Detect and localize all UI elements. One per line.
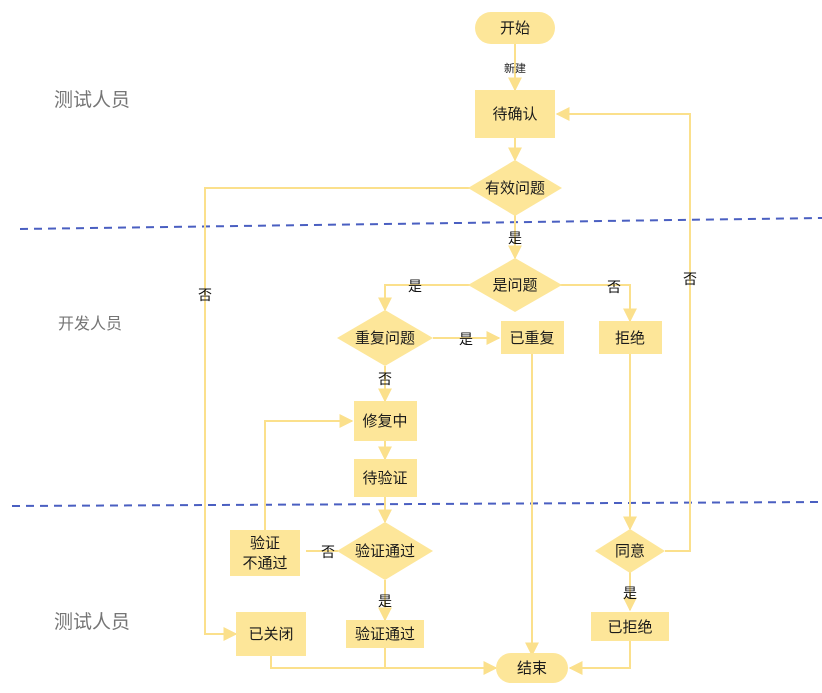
node-label-valid-issue: 有效问题 [485,179,545,197]
node-verify-pass-check [337,522,433,580]
node-label-pending-confirm: 待确认 [492,105,537,123]
edge-label-reject-no: 否 [683,272,697,288]
node-label-is-issue: 是问题 [492,276,537,294]
node-label-duplicate-issue: 重复问题 [355,329,415,347]
edge-label-valid-no: 否 [198,288,212,304]
edge-isissue-no [560,284,637,323]
node-label-verify-fail-line1: 验证 [250,534,280,552]
node-pending-verify [354,459,417,497]
node-end [496,653,568,683]
lane-divider-top [19,217,822,230]
node-duplicate-issue [337,310,433,366]
edge-agree-no [555,107,691,552]
node-rejected [599,321,662,354]
edge-verified-to-end [384,648,498,675]
node-verified [346,620,424,648]
node-duplicated [501,321,564,354]
node-label-end: 结束 [517,659,547,677]
edge-label-dup-yes: 是 [459,332,473,348]
edge-label-agree-yes: 是 [623,586,637,602]
node-label-closed: 已关闭 [248,625,293,643]
edge-label-verify-yes: 是 [378,594,392,610]
lane-divider-bottom [11,501,822,507]
node-label-pending-verify: 待验证 [362,469,407,487]
node-label-verify-pass-check: 验证通过 [355,542,415,560]
node-start [475,12,555,44]
node-agree [595,529,665,573]
edge-label-isissue-no: 否 [607,280,621,296]
node-pending-confirm [475,90,555,138]
node-is-issue [468,258,562,312]
edge-verifyfail-to-fixing [264,414,354,530]
node-label-rejected-done: 已拒绝 [607,618,652,636]
node-label-agree: 同意 [615,542,645,560]
edge-valid-no [204,187,470,641]
node-closed [236,612,306,656]
node-label-verify-fail-line2: 不通过 [242,554,287,572]
node-rejected-done [591,612,669,641]
edge-label-valid-yes: 是 [508,231,522,247]
node-label-start: 开始 [500,19,530,37]
node-fixing [354,401,417,441]
edge-isissue-yes [378,284,470,312]
lane-label-tester-top: 测试人员 [54,89,130,111]
edge-label-verify-no: 否 [321,545,335,561]
edge-label-isissue-yes: 是 [408,279,422,295]
lane-label-developer: 开发人员 [58,314,122,333]
node-valid-issue [468,160,562,216]
edge-rejected-to-end [568,641,631,675]
lane-label-tester-bottom: 测试人员 [54,611,130,633]
node-label-rejected: 拒绝 [615,329,645,347]
node-verify-fail [230,530,300,576]
edge-closed-to-end [270,656,385,669]
node-label-duplicated: 已重复 [509,329,554,347]
edge-label-new: 新建 [504,61,526,75]
node-label-fixing: 修复中 [362,412,407,430]
node-label-verified: 验证通过 [355,625,415,643]
edge-label-dup-no: 否 [378,372,392,388]
